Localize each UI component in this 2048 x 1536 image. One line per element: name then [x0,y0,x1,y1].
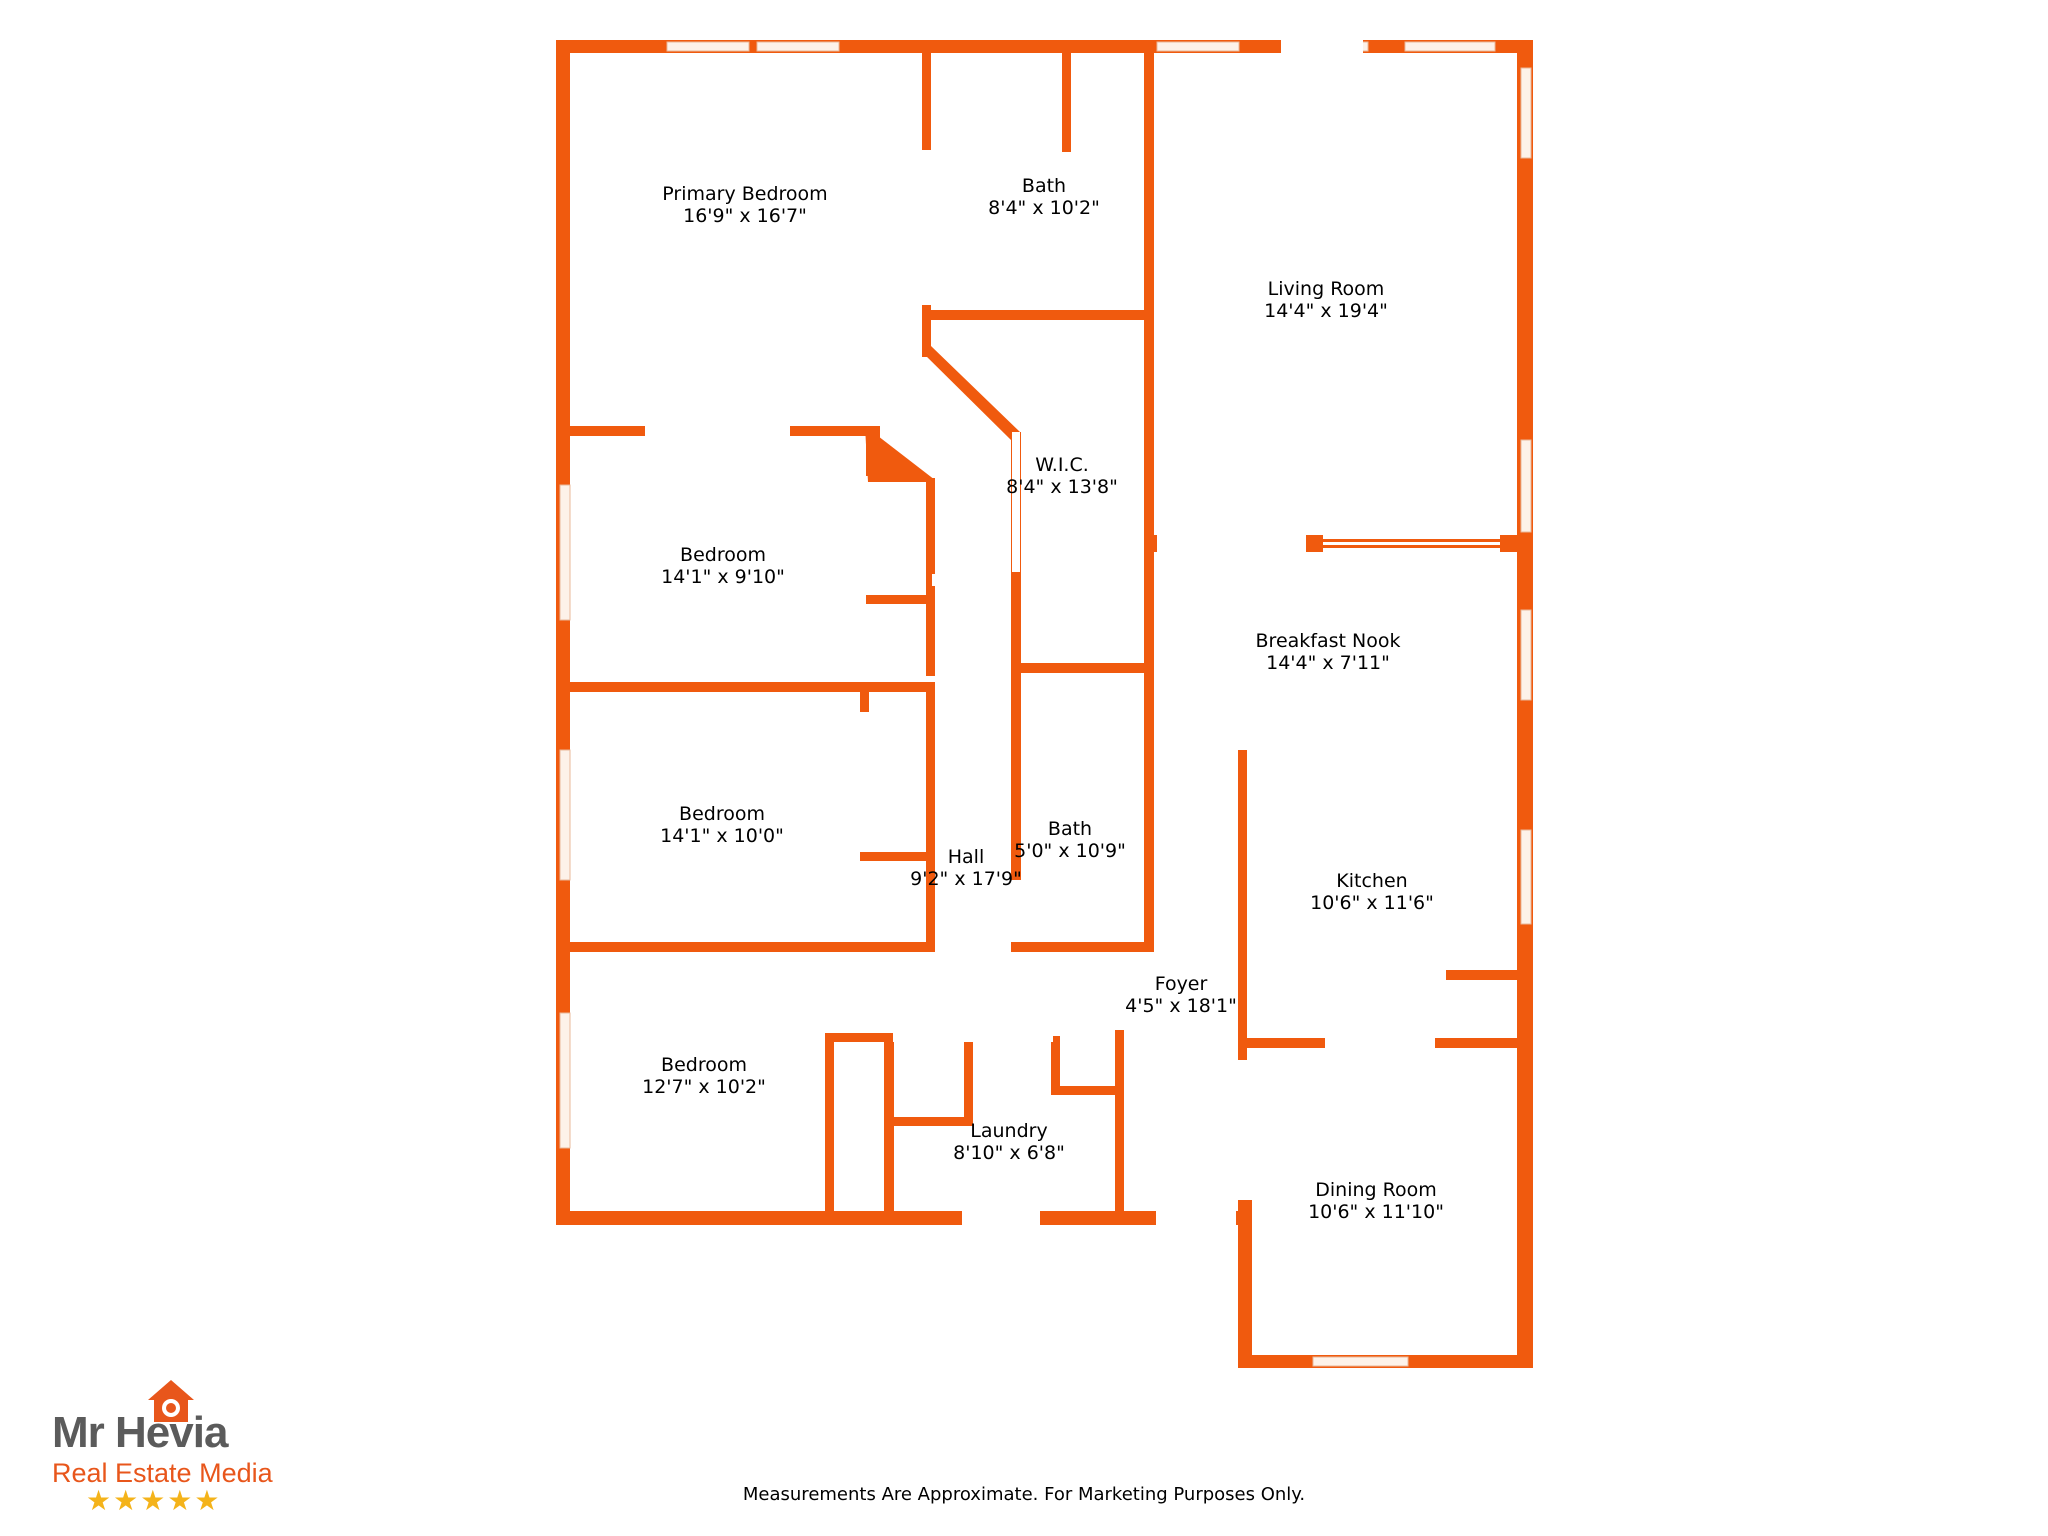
wall [926,478,935,676]
window [559,1012,571,1149]
wall [922,346,1020,440]
wall [1051,1036,1060,1094]
wall [1062,52,1071,152]
wall [860,852,935,861]
door-opening [645,425,790,437]
door-opening [859,483,869,593]
room-label-wic: W.I.C.8'4" x 13'8" [1006,454,1118,498]
wall [860,682,869,712]
wall [1238,1200,1252,1368]
door-opening [893,1032,1053,1042]
window [559,749,571,881]
wall [556,40,570,1225]
wall [1306,535,1323,552]
wall [1321,539,1501,542]
wall [825,1033,834,1216]
logo-name: Mr Hevia [52,1408,228,1457]
window [1520,609,1532,701]
logo-subtitle: Real Estate Media [52,1458,273,1488]
window [1312,1356,1409,1367]
door-opening [921,150,932,305]
wall [964,1036,973,1126]
door-opening [1325,1037,1435,1049]
window [756,41,840,52]
window [1520,439,1532,533]
wall [1011,663,1154,673]
door-opening [962,1211,1040,1225]
wall [1144,52,1154,952]
window [1156,41,1240,52]
window [666,41,750,52]
wall [866,426,880,476]
wall [926,682,935,952]
wall [1238,750,1247,1060]
wall [556,1211,1242,1225]
wall [922,310,1154,320]
windows [559,41,1532,1367]
wall [1115,1030,1124,1216]
wall [1051,1086,1117,1095]
window [1520,829,1532,925]
wall [566,682,935,692]
wall [866,595,935,604]
wall [1321,545,1501,548]
door-opening [1011,880,1021,942]
wall [1446,970,1533,980]
house-camera-icon [148,1380,194,1422]
door-openings [645,40,1456,1225]
wall [1517,40,1533,1368]
wall [1011,942,1154,952]
door-opening [932,574,1004,586]
wall [825,1033,889,1042]
wall [865,426,935,482]
door-opening [1156,1211,1236,1225]
window [559,484,571,621]
logo-stars: ★★★★★ [86,1484,222,1517]
wall [566,942,935,952]
disclaimer: Measurements Are Approximate. For Market… [742,1484,1306,1505]
wall [1011,432,1021,952]
door-opening [1446,980,1456,1036]
door-opening [1238,1060,1252,1200]
wall [1144,535,1157,552]
door-opening [859,712,869,850]
company-logo: Mr Hevia Real Estate Media ★★★★★ [48,1378,308,1517]
door-opening [1281,40,1363,53]
window [1404,41,1496,52]
wall [884,1117,973,1126]
window [1520,67,1532,159]
wall [1500,535,1533,552]
walls [556,40,1533,1368]
door-opening [1012,432,1020,572]
